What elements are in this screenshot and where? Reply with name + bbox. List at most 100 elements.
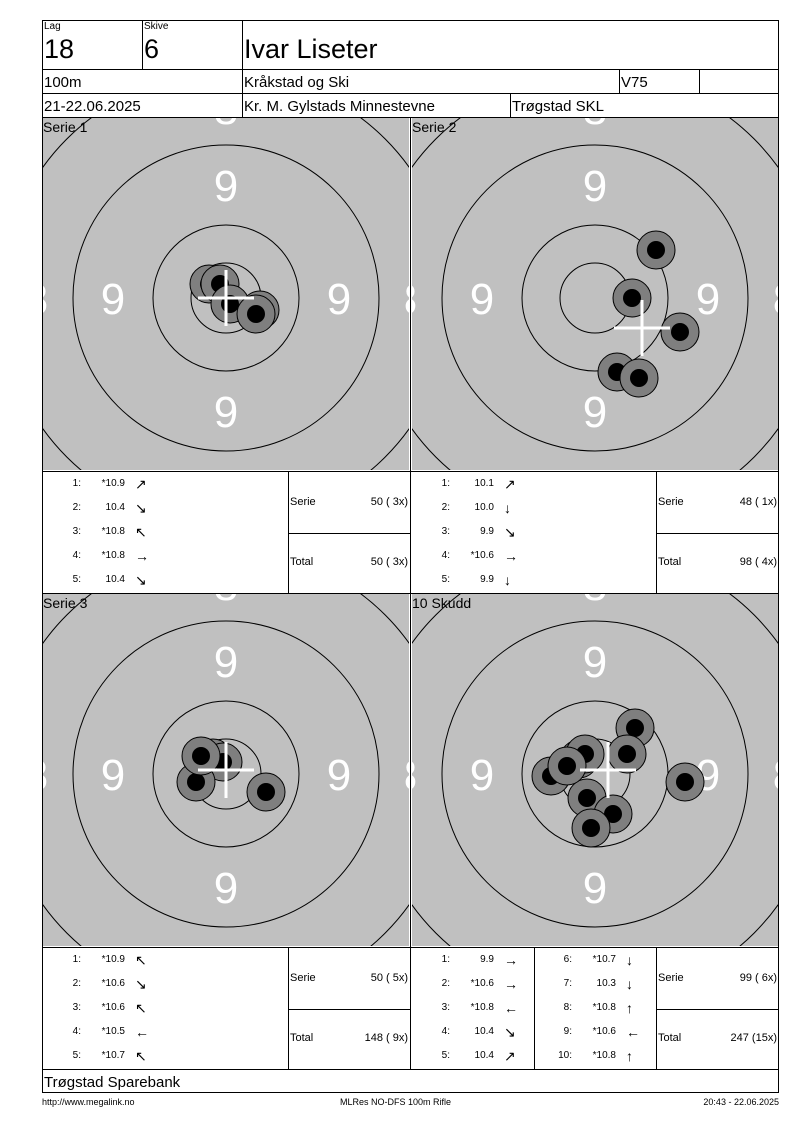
ring-number: 9 [327,275,351,324]
ring-number: 8 [214,118,238,134]
shot-row: 2:*10.6↘ [43,977,163,991]
shot-value: *10.6 [592,1026,616,1037]
shot-row: 2:10.4↘ [43,501,163,515]
shot-direction-arrow-icon: ↖ [135,952,147,968]
shot-direction-arrow-icon: ↘ [135,572,147,588]
shot-number: 4: [72,1026,81,1037]
target-ring [441,620,749,928]
header-divider [142,20,143,69]
ring-number: 9 [696,275,720,324]
shot-hole [619,358,659,398]
shot-direction-arrow-icon: → [504,548,518,564]
total-label: Total [658,556,682,568]
panel-divider [42,947,779,948]
shot-row: 3:9.9↘ [412,525,532,539]
ring-number: 8 [583,118,607,134]
shot-number: 3: [441,526,450,537]
serie-value: 50 ( 5x) [370,972,408,984]
shot-number: 3: [72,526,81,537]
panel-divider [288,1009,410,1010]
group-center-cross [580,742,636,798]
target-serie-1: 99998888 [43,118,409,470]
shot-direction-arrow-icon: ↘ [135,976,147,992]
panel-label-10-skudd: 10 Skudd [412,595,472,611]
ring-number: 9 [101,751,125,800]
distance: 100m [44,74,82,91]
shot-value: *10.5 [101,1026,125,1037]
target-svg: 99998888 [412,594,778,946]
ring-number: 9 [214,162,238,211]
shot-value: *10.6 [470,978,494,989]
panel-label-serie-1: Serie 1 [43,119,88,135]
ring-number: 8 [214,465,238,470]
ring-number: 8 [412,275,417,324]
shot-direction-arrow-icon: ↑ [626,1048,633,1064]
event-name: Kr. M. Gylstads Minnestevne [244,98,435,115]
target-serie-3: 99998888 [43,594,409,946]
shot-row: 4:*10.5← [43,1025,163,1039]
header-divider [42,93,779,94]
ring-number: 9 [470,751,494,800]
shot-row: 6:*10.7↓ [534,953,654,967]
shot-number: 6: [563,954,572,965]
ring-number: 8 [773,275,778,324]
shot-direction-arrow-icon: ↓ [504,572,511,588]
shot-value: 9.9 [480,574,494,585]
shot-row: 9:*10.6← [534,1025,654,1039]
shot-hole [660,312,700,352]
shot-value: *10.6 [101,978,125,989]
footer-url[interactable]: http://www.megalink.no [42,1097,135,1107]
shot-number: 5: [72,574,81,585]
ring-number: 8 [214,594,238,610]
shot-number: 5: [441,574,450,585]
shot-row: 8:*10.8↑ [534,1001,654,1015]
ring-number: 9 [583,864,607,913]
serie-value: 50 ( 3x) [370,496,408,508]
shot-number: 4: [441,1026,450,1037]
shot-direction-arrow-icon: ↖ [135,524,147,540]
shot-direction-arrow-icon: ↗ [135,476,147,492]
group-center-cross [198,742,254,798]
panel-label-serie-2: Serie 2 [412,119,457,135]
panel-label-serie-3: Serie 3 [43,595,88,611]
shot-direction-arrow-icon: ↖ [135,1000,147,1016]
total-value: 247 (15x) [730,1032,777,1044]
shot-hole [665,762,705,802]
panel-divider [288,471,289,593]
shot-row: 3:*10.8↖ [43,525,163,539]
shot-row: 5: 10.4 ↘ [43,573,163,587]
target-ring [72,144,380,452]
shot-number: 1: [441,954,450,965]
shot-value: *10.9 [101,954,125,965]
organizer: Trøgstad SKL [512,98,604,115]
shot-value: *10.8 [101,550,125,561]
shot-row: 5:*10.7↖ [43,1049,163,1063]
lag-value: 18 [44,34,75,64]
shot-row: 4:10.4↘ [412,1025,532,1039]
shot-value: 9.9 [480,954,494,965]
shot-number: 1: [441,478,450,489]
shot-row: 2:*10.6→ [412,977,532,991]
panel-divider [656,1009,779,1010]
shot-number: 2: [72,502,81,513]
serie-label: Serie [290,496,316,508]
serie-label: Serie [290,972,316,984]
shot-direction-arrow-icon: ↘ [504,1024,516,1040]
panel-divider [288,533,410,534]
footer-software: MLRes NO-DFS 100m Rifle [340,1097,452,1107]
shot-number: 5: [441,1050,450,1061]
shot-value: 10.4 [105,574,125,585]
shot-value: *10.6 [470,550,494,561]
shot-hole [612,278,652,318]
ring-number: 9 [214,638,238,687]
shot-value: 10.4 [105,502,125,513]
shot-row: 4:*10.6→ [412,549,532,563]
shot-value: *10.8 [592,1002,616,1013]
event-date: 21-22.06.2025 [44,98,141,115]
shot-row: 2:10.0↓ [412,501,532,515]
target-serie-2: 99998888 [412,118,778,470]
shot-number: 3: [72,1002,81,1013]
serie-value: 99 ( 6x) [739,972,777,984]
ring-number: 9 [583,638,607,687]
shot-row: 1:9.9→ [412,953,532,967]
